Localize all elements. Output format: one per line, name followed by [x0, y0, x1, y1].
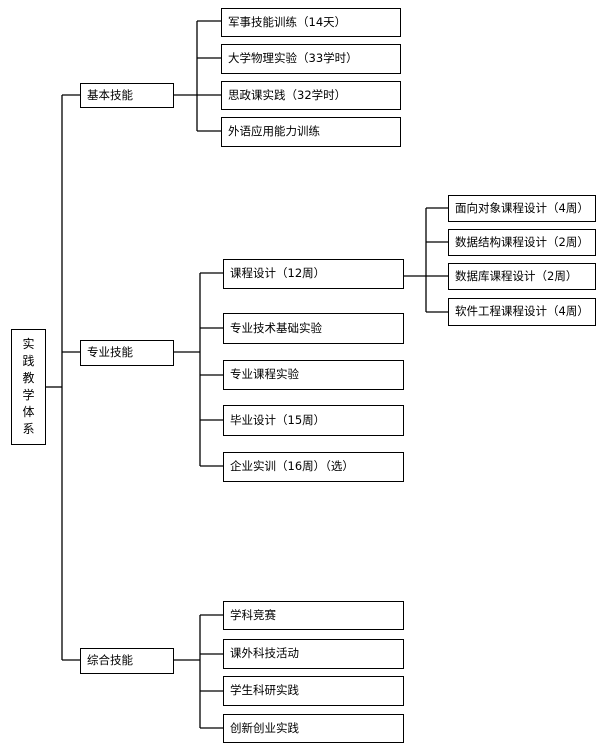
group-label: 专业技能	[87, 345, 133, 360]
item-label: 创新创业实践	[230, 720, 299, 735]
item-node: 军事技能训练（14天）	[221, 8, 401, 37]
item-label: 课外科技活动	[230, 646, 299, 661]
item-label: 企业实训（16周）（选）	[230, 459, 354, 474]
subitem-node: 数据结构课程设计（2周）	[448, 229, 596, 256]
group-label: 基本技能	[87, 87, 133, 102]
item-node: 学生科研实践	[223, 676, 404, 706]
item-node: 学科竞赛	[223, 601, 404, 630]
root-node: 实践教学体系	[11, 329, 46, 445]
item-label: 专业技术基础实验	[230, 320, 322, 335]
subitem-label: 软件工程课程设计（4周）	[455, 304, 589, 319]
item-label: 专业课程实验	[230, 367, 299, 382]
item-label: 毕业设计（15周）	[230, 412, 326, 427]
subitem-node: 面向对象课程设计（4周）	[448, 195, 596, 222]
item-node: 创新创业实践	[223, 714, 404, 743]
item-node: 企业实训（16周）（选）	[223, 452, 404, 482]
item-node: 专业技术基础实验	[223, 313, 404, 344]
item-label: 军事技能训练（14天）	[228, 14, 347, 29]
item-node: 课外科技活动	[223, 639, 404, 669]
item-node: 外语应用能力训练	[221, 117, 401, 147]
item-label: 学生科研实践	[230, 683, 299, 698]
subitem-node: 数据库课程设计（2周）	[448, 263, 596, 290]
item-node: 大学物理实验（33学时）	[221, 44, 401, 74]
item-node: 专业课程实验	[223, 360, 404, 390]
group-node-basic-skills: 基本技能	[80, 83, 174, 108]
subitem-label: 数据库课程设计（2周）	[455, 268, 578, 283]
item-label: 外语应用能力训练	[228, 124, 320, 139]
item-node: 课程设计（12周）	[223, 259, 404, 289]
group-node-comprehensive-skills: 综合技能	[80, 648, 174, 674]
item-node: 思政课实践（32学时）	[221, 81, 401, 110]
subitem-label: 面向对象课程设计（4周）	[455, 200, 589, 215]
item-label: 学科竞赛	[230, 607, 276, 622]
root-label: 实践教学体系	[22, 337, 35, 436]
item-label: 大学物理实验（33学时）	[228, 51, 358, 66]
subitem-label: 数据结构课程设计（2周）	[455, 234, 589, 249]
group-node-professional-skills: 专业技能	[80, 340, 174, 366]
item-label: 思政课实践（32学时）	[228, 87, 347, 102]
item-node: 毕业设计（15周）	[223, 405, 404, 436]
group-label: 综合技能	[87, 653, 133, 668]
subitem-node: 软件工程课程设计（4周）	[448, 298, 596, 326]
item-label: 课程设计（12周）	[230, 266, 326, 281]
